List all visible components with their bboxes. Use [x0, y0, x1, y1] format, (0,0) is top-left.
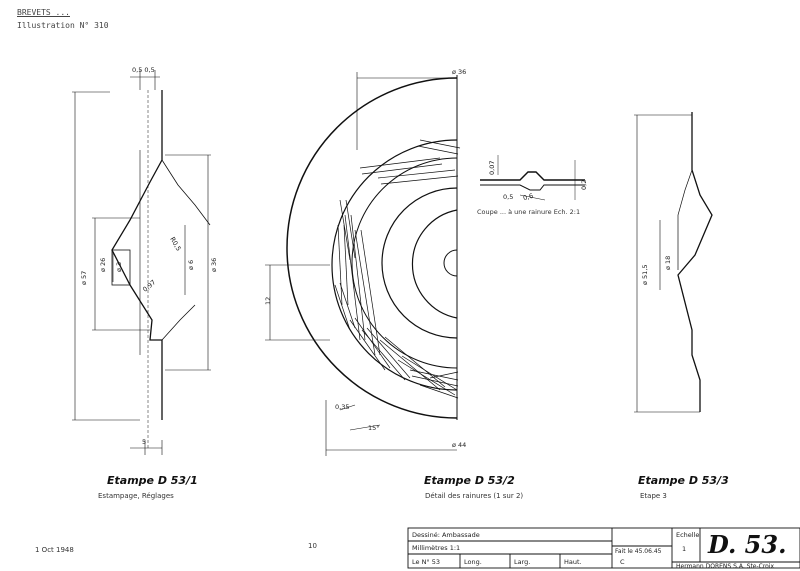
v2-dim-angle: 15° — [368, 424, 380, 432]
header-line-2: Illustration N° 310 — [17, 21, 109, 30]
view3-title: Etampe D 53/3 — [638, 474, 729, 487]
header-line-1: BREVETS ... — [17, 8, 70, 17]
v2-dim-bottom: ø 44 — [452, 441, 467, 449]
v1-dim-r2: ø 6 — [187, 259, 195, 270]
footer-date: 1 Oct 1948 — [35, 546, 74, 554]
tb-c1: Long. — [464, 558, 482, 566]
tb-c2: Larg. — [514, 558, 531, 566]
v3-dim-overall: ø 51,5 — [641, 264, 649, 285]
v1-dim-inner2: ø 3 — [115, 261, 123, 272]
view2-circles — [286, 75, 458, 420]
view1-title: Etampe D 53/1 — [107, 474, 198, 487]
footer-mark: 10 — [308, 542, 317, 550]
v2-dim-top: ø 36 — [452, 68, 467, 76]
v1-dim-inner1: ø 26 — [99, 257, 107, 272]
section-caption: Coupe ... à une rainure Ech. 2:1 — [477, 208, 581, 216]
tb-ref: Le N° 53 — [412, 558, 441, 566]
view3-subtitle: Etape 3 — [640, 492, 667, 500]
tb-label: Echelle — [676, 531, 700, 539]
tb-c3: Haut. — [564, 558, 582, 566]
tb-scale: Millimètres 1:1 — [412, 544, 461, 552]
view1-profile — [111, 90, 211, 450]
view2-dimensions — [265, 72, 457, 456]
sec-dim-d: 0,2 — [580, 179, 588, 190]
v1-dim-overall: ø 57 — [80, 270, 88, 285]
tb-date: Fait le 45.06.45 — [615, 548, 662, 555]
v2-dim-left: 12 — [264, 296, 272, 305]
tb-company: Hermann DORENS S.A. Ste-Croix — [676, 563, 775, 570]
tb-number: D. 53. — [708, 530, 787, 559]
view2-grooves — [334, 139, 461, 399]
section-detail — [480, 155, 585, 201]
v2-dim-step: 0,35 — [335, 403, 350, 411]
v1-dim-bottom: 5 — [142, 438, 147, 446]
view1-dimensions — [72, 70, 211, 455]
view3-profile — [677, 112, 713, 412]
tb-scale-val: 1 — [682, 545, 687, 553]
view2-subtitle: Détail des rainures (1 sur 2) — [425, 492, 524, 500]
tb-c4: C — [620, 558, 625, 566]
v1-dim-top: 0,5 0,5 — [132, 66, 155, 74]
sec-dim-a: 0,07 — [488, 160, 496, 175]
v3-dim-inner: ø 18 — [664, 255, 672, 270]
sec-dim-c: 0,5 — [503, 193, 514, 201]
view3-dimensions — [634, 114, 700, 413]
tb-designed: Dessiné: Ambassade — [412, 531, 480, 539]
view1-subtitle: Estampage, Réglages — [98, 492, 174, 500]
title-block-frame — [407, 527, 800, 569]
view2-title: Etampe D 53/2 — [424, 474, 515, 487]
v1-dim-r3: ø 36 — [210, 257, 218, 272]
